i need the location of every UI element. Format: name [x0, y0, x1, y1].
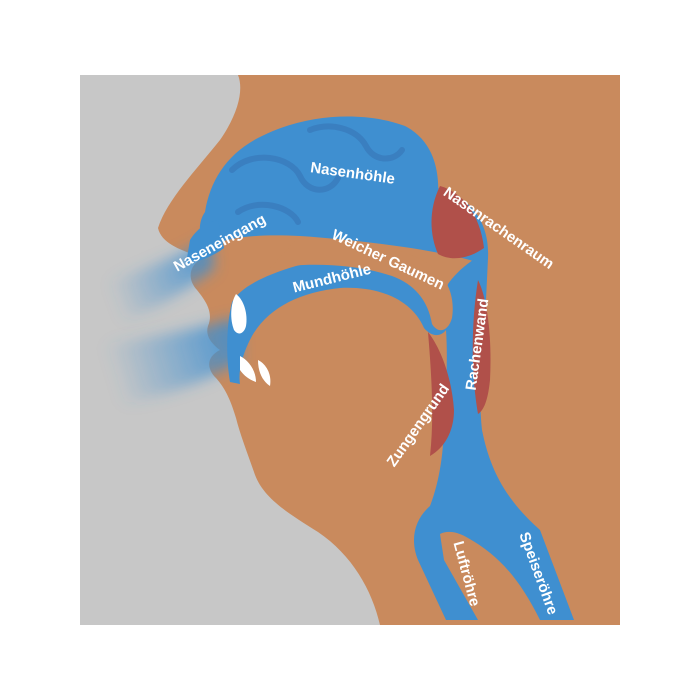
nasal-vestibule	[186, 220, 224, 264]
oral-airflow	[100, 318, 240, 410]
tongue-base-tissue	[428, 332, 454, 456]
soft-palate	[270, 239, 453, 331]
upper-teeth	[231, 294, 247, 334]
pharyngeal-wall-tissue	[472, 280, 491, 414]
lower-teeth-2	[258, 360, 271, 386]
nasal-turbinates	[229, 123, 405, 225]
nasal-airflow	[100, 238, 214, 330]
pharynx	[414, 188, 574, 620]
oral-cavity	[227, 258, 451, 384]
lower-teeth	[240, 356, 256, 382]
nasopharynx-tissue	[431, 186, 484, 259]
nasal-cavity	[199, 116, 478, 262]
